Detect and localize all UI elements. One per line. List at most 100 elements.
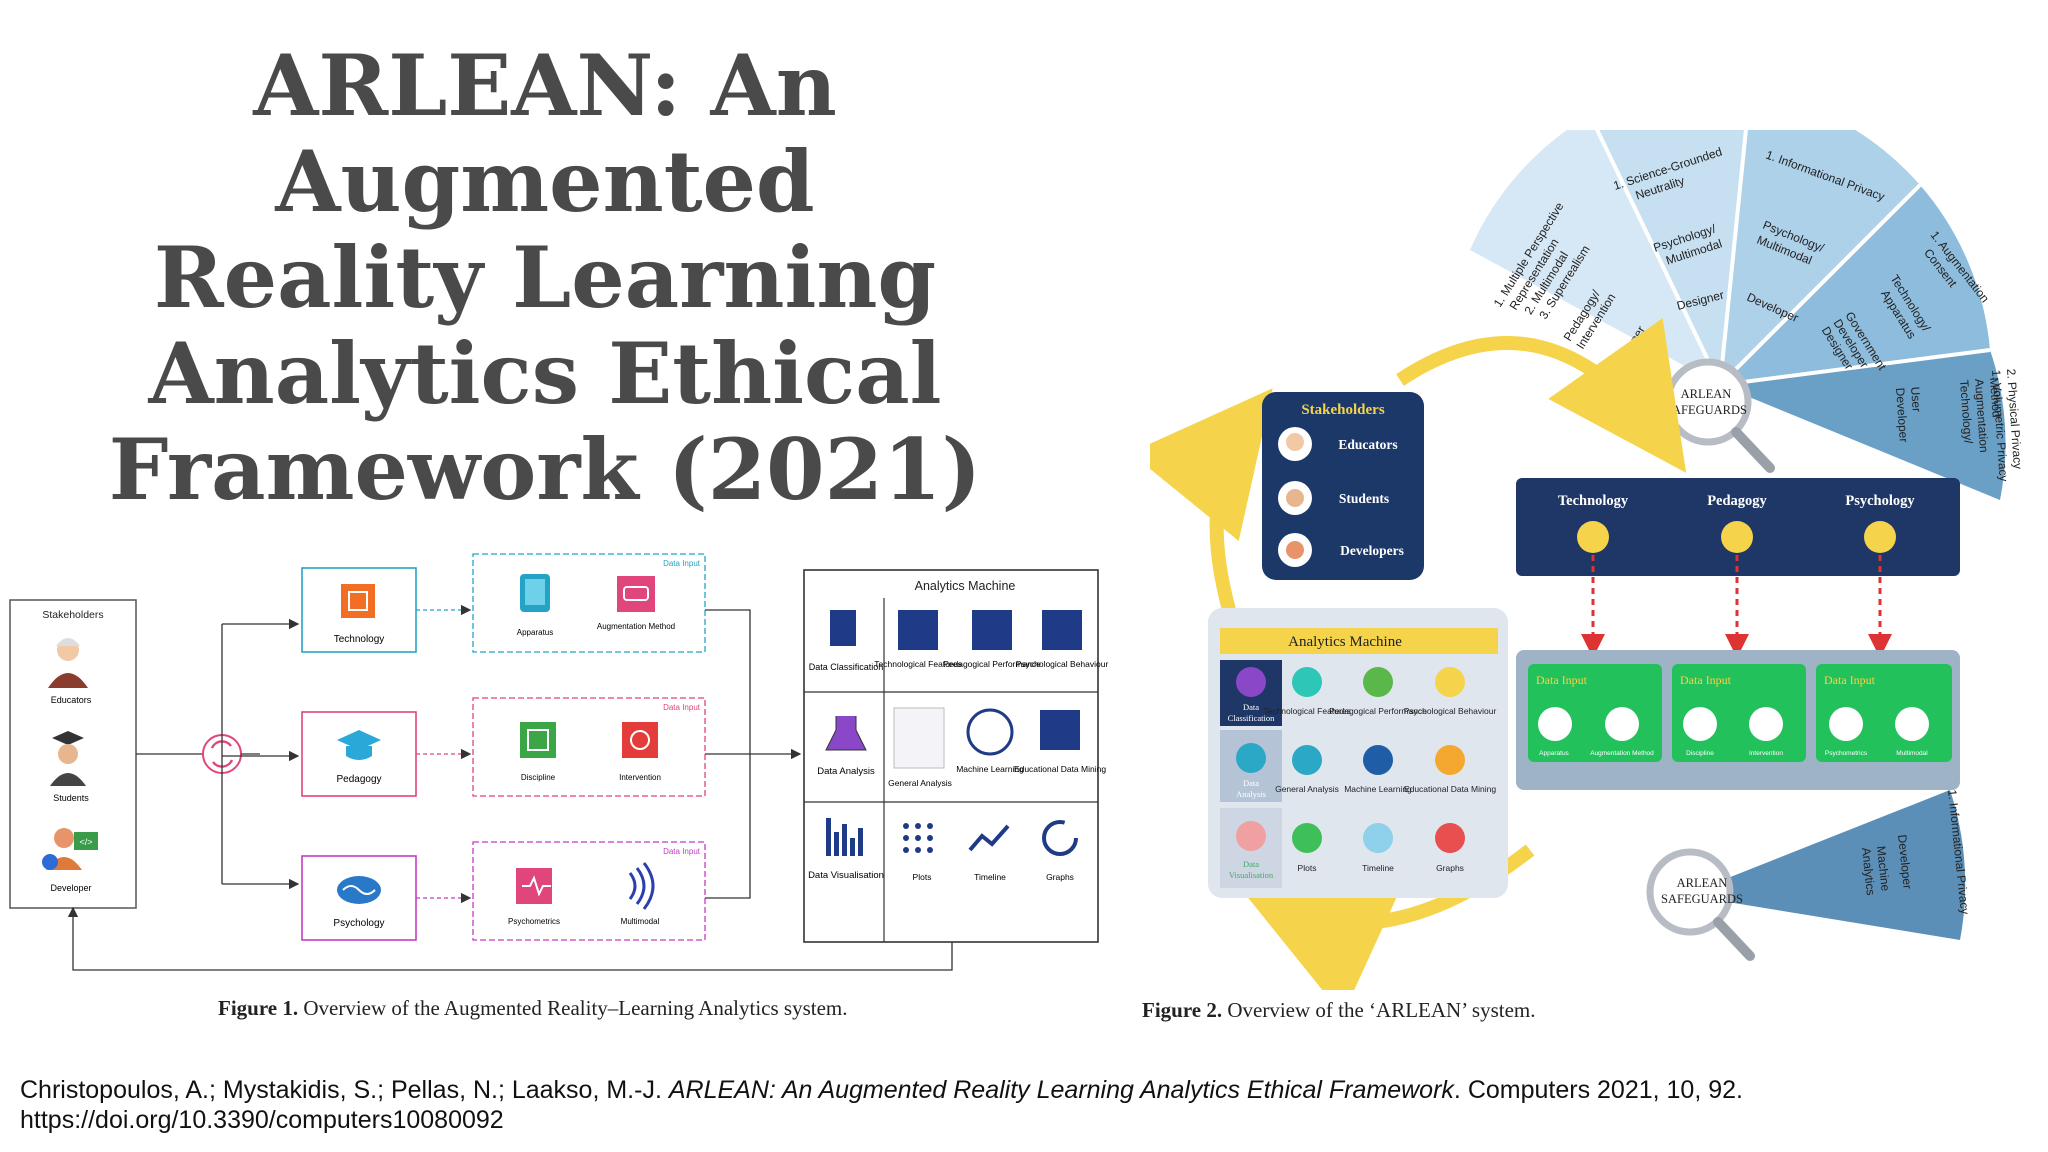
category-label: Pedagogy — [1707, 493, 1767, 509]
am-item-label: Technological Features — [874, 659, 961, 669]
am-item-label: Timeline — [1362, 863, 1394, 873]
connector — [705, 609, 800, 899]
code-glyph: </> — [79, 837, 92, 847]
data-input-label: Data Input — [1680, 673, 1732, 687]
technology-label: Technology — [334, 634, 385, 645]
student-label: Students — [53, 793, 89, 803]
apparatus-label: Apparatus — [517, 628, 553, 637]
figure1-caption-text: Overview of the Augmented Reality–Learni… — [303, 996, 848, 1020]
citation-line: Christopoulos, A.; Mystakidis, S.; Pella… — [20, 1075, 2020, 1105]
technology-data-input-box — [472, 553, 706, 653]
pedagogy-icon — [1721, 521, 1753, 553]
terminal-icon — [898, 610, 938, 650]
am-item-icon — [1363, 667, 1393, 697]
figure2-caption: Figure 2. Overview of the ‘ARLEAN’ syste… — [1142, 998, 1535, 1023]
am-item-label: Educational Data Mining — [1404, 784, 1496, 794]
intervention-icon — [622, 722, 658, 758]
flask-icon — [825, 716, 867, 751]
discipline-label: Discipline — [521, 773, 556, 782]
chip-icon — [341, 584, 375, 618]
intervention-label: Intervention — [619, 773, 661, 782]
data-input-item: Apparatus — [1539, 750, 1569, 757]
am-item-label: Graphs — [1436, 863, 1464, 873]
figure1-caption-label: Figure 1. — [218, 996, 299, 1020]
multimodal-label: Multimodal — [621, 917, 660, 926]
flow-arrow — [1150, 388, 1273, 633]
fan-text: AnalyticsMachine — [1859, 845, 1893, 896]
am-item-label: Pedagogical Performance — [1329, 706, 1427, 716]
am-item-label: Psychological Behaviour — [1016, 659, 1109, 669]
data-input-label: Data Input — [1824, 673, 1876, 687]
fan-text: Developer — [1895, 834, 1915, 890]
data-input-label: Data Input — [663, 847, 701, 856]
data-input-label: Data Input — [1536, 673, 1588, 687]
pedagogy-data-input-box — [472, 697, 706, 797]
stakeholders-title: Stakeholders — [42, 609, 103, 621]
am-item-label: Plots — [1298, 863, 1317, 873]
dots-plot-icon — [903, 823, 933, 853]
multimodal-icon — [628, 862, 655, 910]
am-row-label: Data Classification — [809, 662, 884, 672]
citation-source: . Computers 2021, 10, 92. — [1453, 1076, 1743, 1104]
network-icon — [966, 708, 1014, 756]
am-item-label: Machine Learning — [1344, 784, 1412, 794]
am-item-icon — [1435, 823, 1465, 853]
developer-icon: </> — [42, 828, 98, 870]
am-item-icon — [1363, 823, 1393, 853]
title-line: Reality Learning — [153, 228, 937, 327]
server-icon — [830, 610, 856, 646]
am-item-label: Plots — [913, 872, 932, 882]
title-line: ARLEAN: An Augmented — [253, 36, 837, 231]
title-line: Framework (2021) — [108, 420, 982, 519]
am-item-icon — [1292, 823, 1322, 853]
am-item-label: Pedagogical Performance — [943, 659, 1041, 669]
am-item-label: Educational Data Mining — [1014, 764, 1106, 774]
donut-icon — [1042, 820, 1078, 856]
analysis-icon — [1236, 743, 1266, 773]
figure2-caption-text: Overview of the ‘ARLEAN’ system. — [1227, 998, 1536, 1022]
psychometrics-label: Psychometrics — [508, 917, 560, 926]
data-input-item: Multimodal — [1896, 750, 1928, 757]
cube-icon — [972, 610, 1012, 650]
analytics-machine-panel — [1208, 608, 1508, 898]
data-input-label: Data Input — [663, 559, 701, 568]
student-icon — [50, 731, 86, 786]
educator-icon — [48, 638, 88, 688]
magnifier-icon — [1040, 710, 1080, 750]
am-item-label: Graphs — [1046, 872, 1074, 882]
citation: Christopoulos, A.; Mystakidis, S.; Pella… — [20, 1075, 2020, 1135]
am-row-label: Data Visualisation — [808, 870, 884, 881]
am-item-icon — [1292, 667, 1322, 697]
timeline-icon — [968, 824, 1010, 852]
classification-icon — [1236, 667, 1266, 697]
citation-doi[interactable]: https://doi.org/10.3390/computers1008009… — [20, 1106, 504, 1134]
magnifier-icon — [1646, 848, 1755, 961]
bar-chart-icon — [826, 818, 863, 856]
citation-title: ARLEAN: An Augmented Reality Learning An… — [668, 1076, 1454, 1104]
developer-label: Developer — [50, 883, 91, 893]
am-item-label: General Analysis — [1275, 784, 1339, 794]
am-item-icon — [1292, 745, 1322, 775]
stakeholder-label: Students — [1339, 491, 1389, 506]
augmentation-method-label: Augmentation Method — [597, 622, 675, 631]
category-label: Psychology — [1845, 493, 1915, 509]
stakeholders-title: Stakeholders — [1301, 402, 1385, 418]
data-input-item: Psychometrics — [1825, 750, 1868, 757]
technology-icon — [1577, 521, 1609, 553]
fan-text: Technology/AugmentationMethod — [1957, 377, 2006, 454]
am-item-label: General Analysis — [888, 778, 952, 788]
data-input-item: Augmentation Method — [1590, 750, 1654, 757]
figure2-caption-label: Figure 2. — [1142, 998, 1223, 1022]
flow-arrow — [1396, 318, 1687, 473]
pedagogy-label: Pedagogy — [336, 774, 381, 785]
stakeholder-label: Developers — [1340, 543, 1404, 558]
page-title: ARLEAN: An Augmented Reality Learning An… — [20, 38, 1070, 518]
graduation-cap-icon — [337, 730, 381, 750]
figure2-diagram: 1. Multiple PerspectiveRepresentation2. … — [1150, 130, 2025, 990]
data-input-group: Data Input Psychometrics Multimodal — [1816, 664, 1952, 762]
psychology-data-input-box — [472, 841, 706, 941]
